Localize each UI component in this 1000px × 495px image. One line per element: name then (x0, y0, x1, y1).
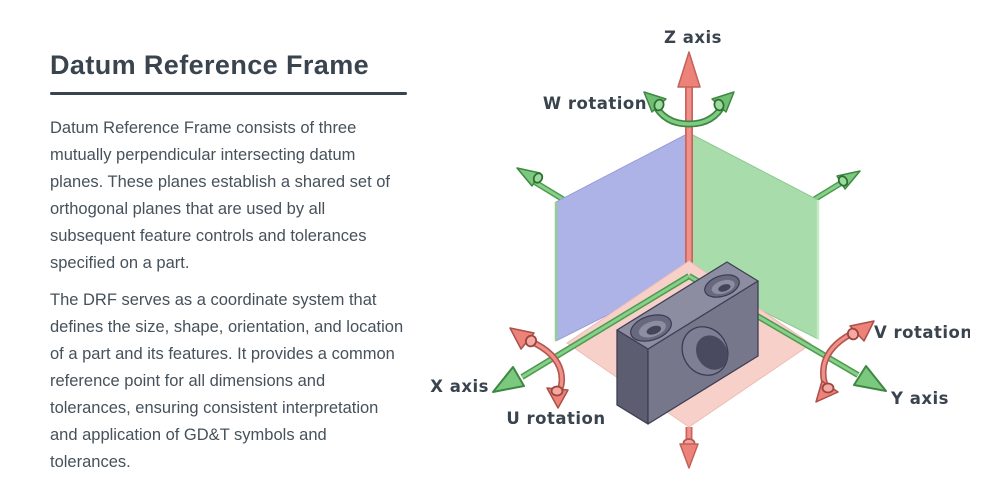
datum-reference-frame-diagram: Z axis W rotation X axis U rotation V ro… (430, 28, 970, 469)
title-divider (50, 92, 407, 95)
z-axis-arrow-bottom (679, 427, 699, 469)
counterbore-hole-right (704, 274, 740, 298)
z-axis-arrow (677, 51, 701, 280)
u-rotation-arrow (509, 327, 569, 409)
v-rotation-arrow (815, 320, 875, 403)
counterbore-hole-left (630, 314, 672, 342)
x-axis-arrow-lower (492, 273, 691, 393)
z-axis-label: Z axis (664, 28, 722, 47)
u-rotation-label: U rotation (506, 409, 605, 428)
left-panel: Datum Reference Frame Datum Reference Fr… (50, 50, 410, 476)
w-rotation-label: W rotation (543, 94, 647, 113)
part-block (616, 261, 759, 425)
drf-paragraph: The DRF serves as a coordinate system th… (50, 291, 404, 471)
w-rotation-arrow (643, 91, 735, 128)
x-axis-label: X axis (430, 377, 489, 396)
y-axis-label: Y axis (890, 389, 949, 408)
v-rotation-label: V rotation (874, 323, 970, 342)
page-title: Datum Reference Frame (50, 50, 370, 80)
front-bore-hole (681, 326, 729, 376)
intro-paragraph: Datum Reference Frame consists of three … (50, 119, 390, 272)
